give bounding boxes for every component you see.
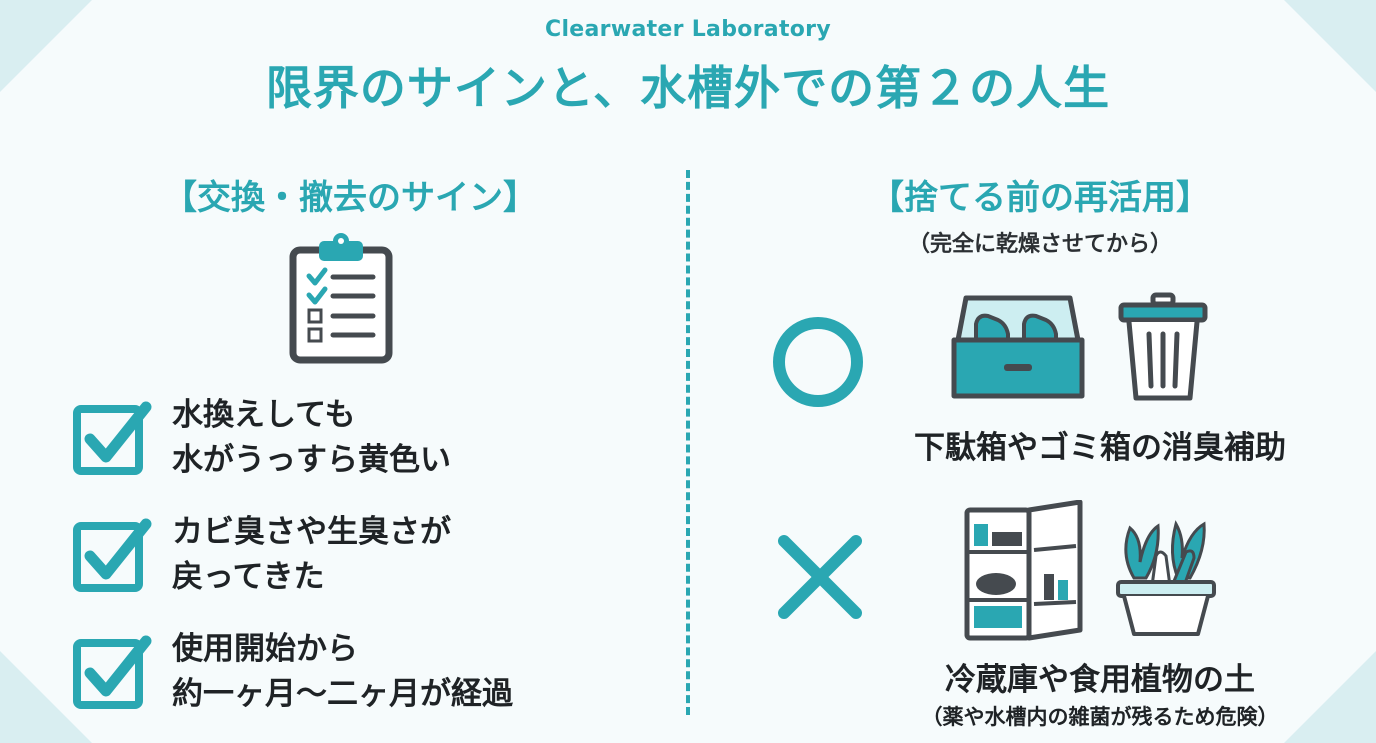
reuse-subheading: （完全に乾燥させてから） bbox=[907, 232, 1172, 257]
circle-ok-icon bbox=[768, 312, 868, 416]
shoe-box-icon bbox=[948, 292, 1088, 408]
cross-ng-icon bbox=[770, 527, 870, 631]
signs-heading: 【交換・撤去のサイン】 bbox=[163, 178, 537, 218]
brand-name: Clearwater Laboratory bbox=[545, 17, 831, 42]
reuse-ok-label: 下駄箱やゴミ箱の消臭補助 bbox=[914, 430, 1286, 466]
checkbox-checked-icon bbox=[72, 633, 152, 717]
reuse-ng-label: 冷蔵庫や食用植物の土 bbox=[945, 662, 1255, 698]
checkbox-checked-icon bbox=[72, 399, 152, 483]
sign-item-text: カビ臭さや生臭さが 戻ってきた bbox=[172, 514, 451, 595]
corner-decoration-bottom-right bbox=[1284, 651, 1376, 743]
checkbox-checked-icon bbox=[72, 516, 152, 600]
clipboard-checklist-icon bbox=[285, 232, 397, 370]
reuse-heading: 【捨てる前の再活用】 bbox=[870, 178, 1210, 218]
sign-item-text: 水換えしても 水がうっすら黄色い bbox=[172, 397, 451, 478]
refrigerator-icon bbox=[962, 499, 1086, 648]
page-title: 限界のサインと、水槽外での第２の人生 bbox=[265, 61, 1111, 115]
section-divider bbox=[686, 170, 690, 715]
vegetable-planter-icon bbox=[1112, 514, 1220, 644]
corner-decoration-top-left bbox=[0, 0, 92, 92]
reuse-ng-note: （薬や水槽内の雑菌が残るため危険） bbox=[921, 705, 1279, 729]
trash-can-icon bbox=[1114, 292, 1212, 408]
corner-decoration-top-right bbox=[1284, 0, 1376, 92]
sign-item-text: 使用開始から 約一ヶ月〜二ヶ月が経過 bbox=[172, 631, 513, 712]
